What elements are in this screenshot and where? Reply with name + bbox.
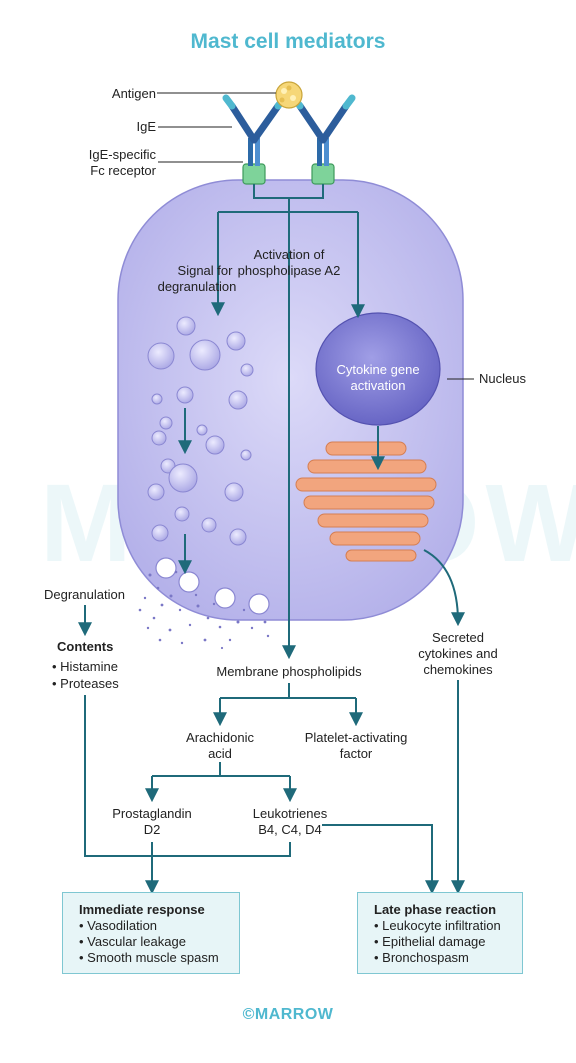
late-item-epithelial-damage: • Epithelial damage [374,934,486,949]
paf-label-line2: factor [339,746,373,761]
ige-antibody-right [290,94,356,144]
nucleus-label: Nucleus [479,371,526,386]
receptor-left [242,138,266,185]
immediate-item-vasodilation: • Vasodilation [79,918,158,933]
ige-label: IgE [136,119,156,134]
released-mediators [138,570,270,650]
late-phase-heading: Late phase reaction [374,902,497,917]
prostaglandin-label-line2: D2 [143,822,161,837]
mast-cell-body [117,179,464,621]
late-item-bronchospasm: • Bronchospasm [374,950,469,965]
golgi-apparatus [295,441,437,562]
cytokine-label-line1: Cytokine gene [336,362,420,377]
contents-heading: Contents [57,639,114,654]
prostaglandin-label-line1: Prostaglandin [112,806,192,821]
cytokine-label-line2: activation [350,378,406,393]
leukotrienes-label-line2: B4, C4, D4 [258,822,322,837]
cytoplasmic-granules [147,316,254,546]
secreted-label-line1: Secreted [431,630,485,645]
pla2-label-line2: phospholipase A2 [237,263,341,278]
flow-arrows [78,184,465,895]
receptor-label-line1: IgE-specific [88,147,156,162]
ige-antibody-left [222,94,288,144]
paf-label-line1: Platelet-activating [304,730,408,745]
contents-item-proteases: • Proteases [52,676,119,691]
membrane-label: Membrane phospholipids [216,664,362,679]
immediate-response-heading: Immediate response [79,902,205,917]
degranulation-label: Degranulation [44,587,125,602]
receptor-label-line2: Fc receptor [90,163,156,178]
contents-item-histamine: • Histamine [52,659,118,674]
secreted-label-line2: cytokines and [418,646,498,661]
leukotrienes-label-line1: Leukotrienes [252,806,328,821]
nucleus [315,312,441,426]
late-item-leukocyte-infiltration: • Leukocyte infiltration [374,918,501,933]
signal-label-line1: Signal for [177,263,233,278]
pla2-label-line1: Activation of [253,247,325,262]
antigen-label: Antigen [111,86,156,101]
arachidonic-label-line2: acid [208,746,232,761]
receptor-right [311,138,335,185]
arachidonic-label-line1: Arachidonic [186,730,254,745]
immediate-response-box: Immediate response • Vasodilation • Vasc… [62,892,240,974]
exocytosis-granules [155,557,270,615]
page-title: Mast cell mediators [190,30,386,53]
immediate-item-smooth-muscle-spasm: • Smooth muscle spasm [79,950,219,965]
secreted-label-line3: chemokines [423,662,493,677]
antigen-icon [275,81,303,109]
signal-label-line2: degranulation [157,279,237,294]
late-phase-box: Late phase reaction • Leukocyte infiltra… [357,892,523,974]
footer-logo: ©MARROW [242,1006,334,1023]
immediate-item-vascular-leakage: • Vascular leakage [79,934,186,949]
